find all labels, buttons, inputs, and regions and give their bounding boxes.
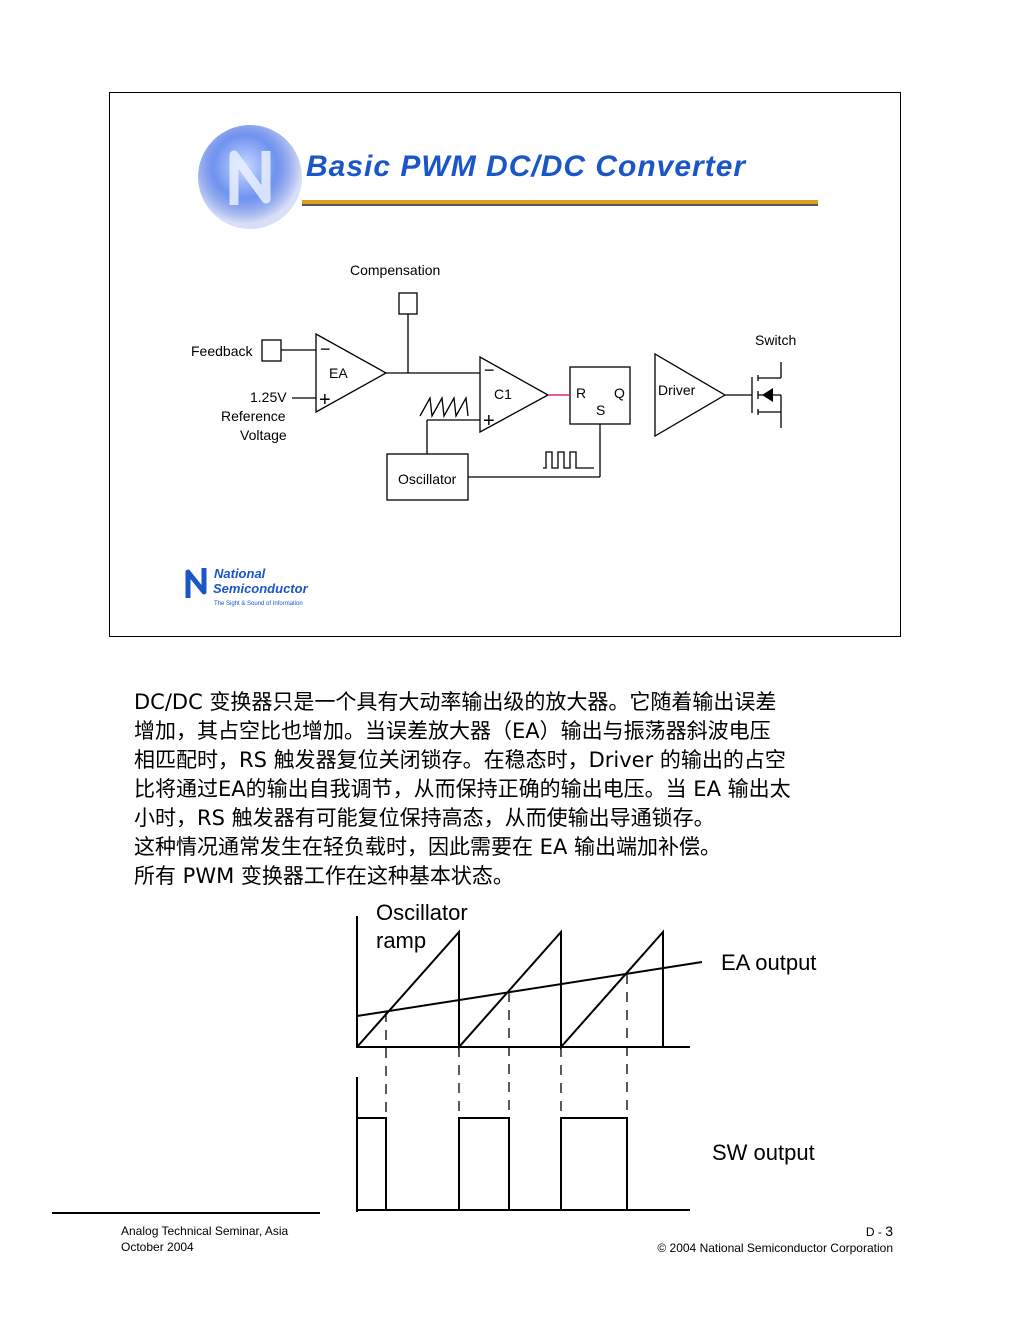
ref-label-1: Reference [221,408,286,424]
slide-title: Basic PWM DC/DC Converter [306,150,747,183]
logo-line1: National [214,566,266,581]
ea-label: EA [329,365,348,381]
logo-line2: Semiconductor [213,581,309,596]
page-number-line: D - 3 [657,1223,893,1240]
page-prefix: D - [865,1225,882,1239]
compensation-pin [398,292,418,315]
logo-tagline: The Sight & Sound of Information [214,601,303,607]
osc-ramp-label-2: ramp [376,928,426,953]
ea-amplifier [315,332,388,414]
slide-frame [109,92,901,637]
oscillator-label: Oscillator [398,471,457,487]
body-line: 增加，其占空比也增加。当误差放大器（EA）输出与振荡器斜波电压 [134,719,771,743]
body-line: 所有 PWM 变换器工作在这种基本状态。 [134,864,514,888]
footer-date: October 2004 [121,1240,194,1254]
oscillator-ramp-trace [356,929,664,1050]
ea-output-label: EA output [721,950,816,975]
body-line: DC/DC 变换器只是一个具有大动率输出级的放大器。它随着输出误差 [134,690,777,714]
waveform-diagram: Oscillator ramp EA output SW output [356,900,816,1212]
pwm-schematic: Compensation Feedback 1.25V Reference Vo… [191,262,796,501]
latch-s: S [596,402,605,418]
latch-r: R [576,385,586,401]
latch-q: Q [614,385,625,401]
footer-seminar: Analog Technical Seminar, Asia [121,1224,289,1238]
mosfet-arrow-icon [762,388,773,402]
ea-output-trace [356,961,703,1017]
driver-amplifier [654,352,727,438]
pulse-symbol [543,451,594,469]
footer-copyright: © 2004 National Semiconductor Corporatio… [657,1241,893,1255]
switch-label: Switch [755,332,796,348]
ea-plus: + [319,389,331,411]
body-paragraph: DC/DC 变换器只是一个具有大动率输出级的放大器。它随着输出误差 增加，其占空… [134,688,894,891]
globe-logo-icon [198,125,302,229]
body-line: 相匹配时，RS 触发器复位关闭锁存。在稳态时，Driver 的输出的占空 [134,748,786,772]
body-line: 小时，RS 触发器有可能复位保持高态，从而使输出导通锁存。 [134,806,715,830]
c1-comparator [479,355,550,434]
national-logo-icon: National Semiconductor The Sight & Sound… [185,566,309,607]
feedback-label: Feedback [191,343,253,359]
footer-rule [52,1212,320,1214]
c1-minus: − [484,360,495,380]
c1-label: C1 [494,386,512,402]
driver-label: Driver [658,382,696,398]
page-number: 3 [885,1223,893,1239]
ramp-symbol [419,395,469,419]
sw-output-label: SW output [712,1140,815,1165]
feedback-pin [261,339,282,362]
ea-minus: − [320,339,331,359]
compensation-label: Compensation [350,262,440,278]
title-underline [302,200,818,204]
body-line: 比将通过EA的输出自我调节，从而保持正确的输出电压。当 EA 输出太 [134,777,791,801]
sw-output-trace [357,1117,628,1210]
c1-plus: + [483,410,495,432]
osc-ramp-label-1: Oscillator [376,900,468,925]
footer-left: Analog Technical Seminar, Asia October 2… [121,1223,288,1255]
ref-voltage-label: 1.25V [250,389,287,405]
footer-right: D - 3 © 2004 National Semiconductor Corp… [657,1223,893,1256]
ref-label-2: Voltage [240,427,287,443]
body-line: 这种情况通常发生在轻负载时，因此需要在 EA 输出端加补偿。 [134,835,721,859]
